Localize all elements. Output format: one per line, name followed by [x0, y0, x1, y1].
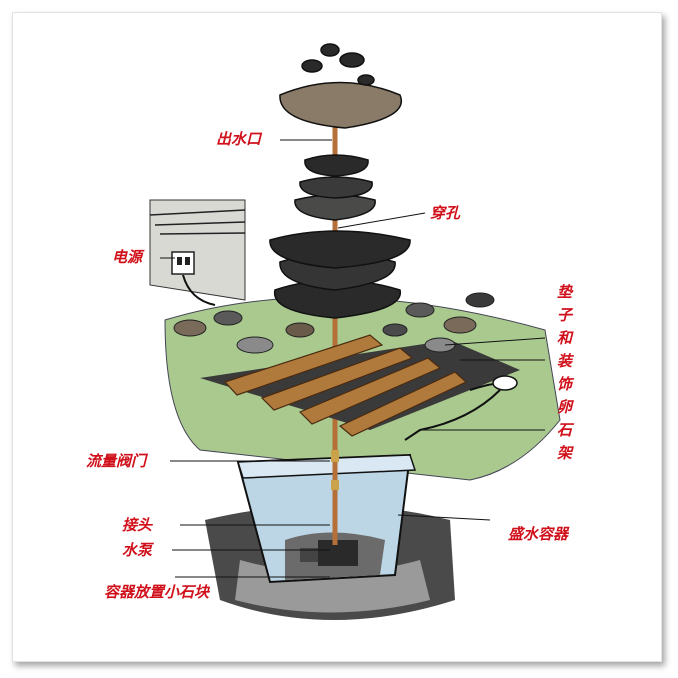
leader-lines [160, 139, 546, 578]
label-connector: 接头 [122, 516, 153, 534]
label-pump: 水泵 [122, 541, 153, 559]
rack-mesh [200, 340, 520, 430]
label-flow-valve: 流量阀门 [86, 452, 147, 470]
label-stones: 容器放置小石块 [104, 583, 210, 601]
label-container: 盛水容器 [508, 525, 569, 543]
decorative-pebbles [173, 292, 495, 354]
wooden-slats [223, 334, 468, 437]
label-outlet: 出水口 [216, 130, 262, 148]
label-power: 电源 [112, 248, 143, 266]
wall-outlet-illustration [149, 199, 246, 306]
pump-illustration [300, 540, 358, 566]
stacked-stones [269, 43, 411, 319]
label-hole: 穿孔 [430, 204, 461, 222]
label-rack: 垫子和装饰卵石架 [555, 284, 573, 468]
